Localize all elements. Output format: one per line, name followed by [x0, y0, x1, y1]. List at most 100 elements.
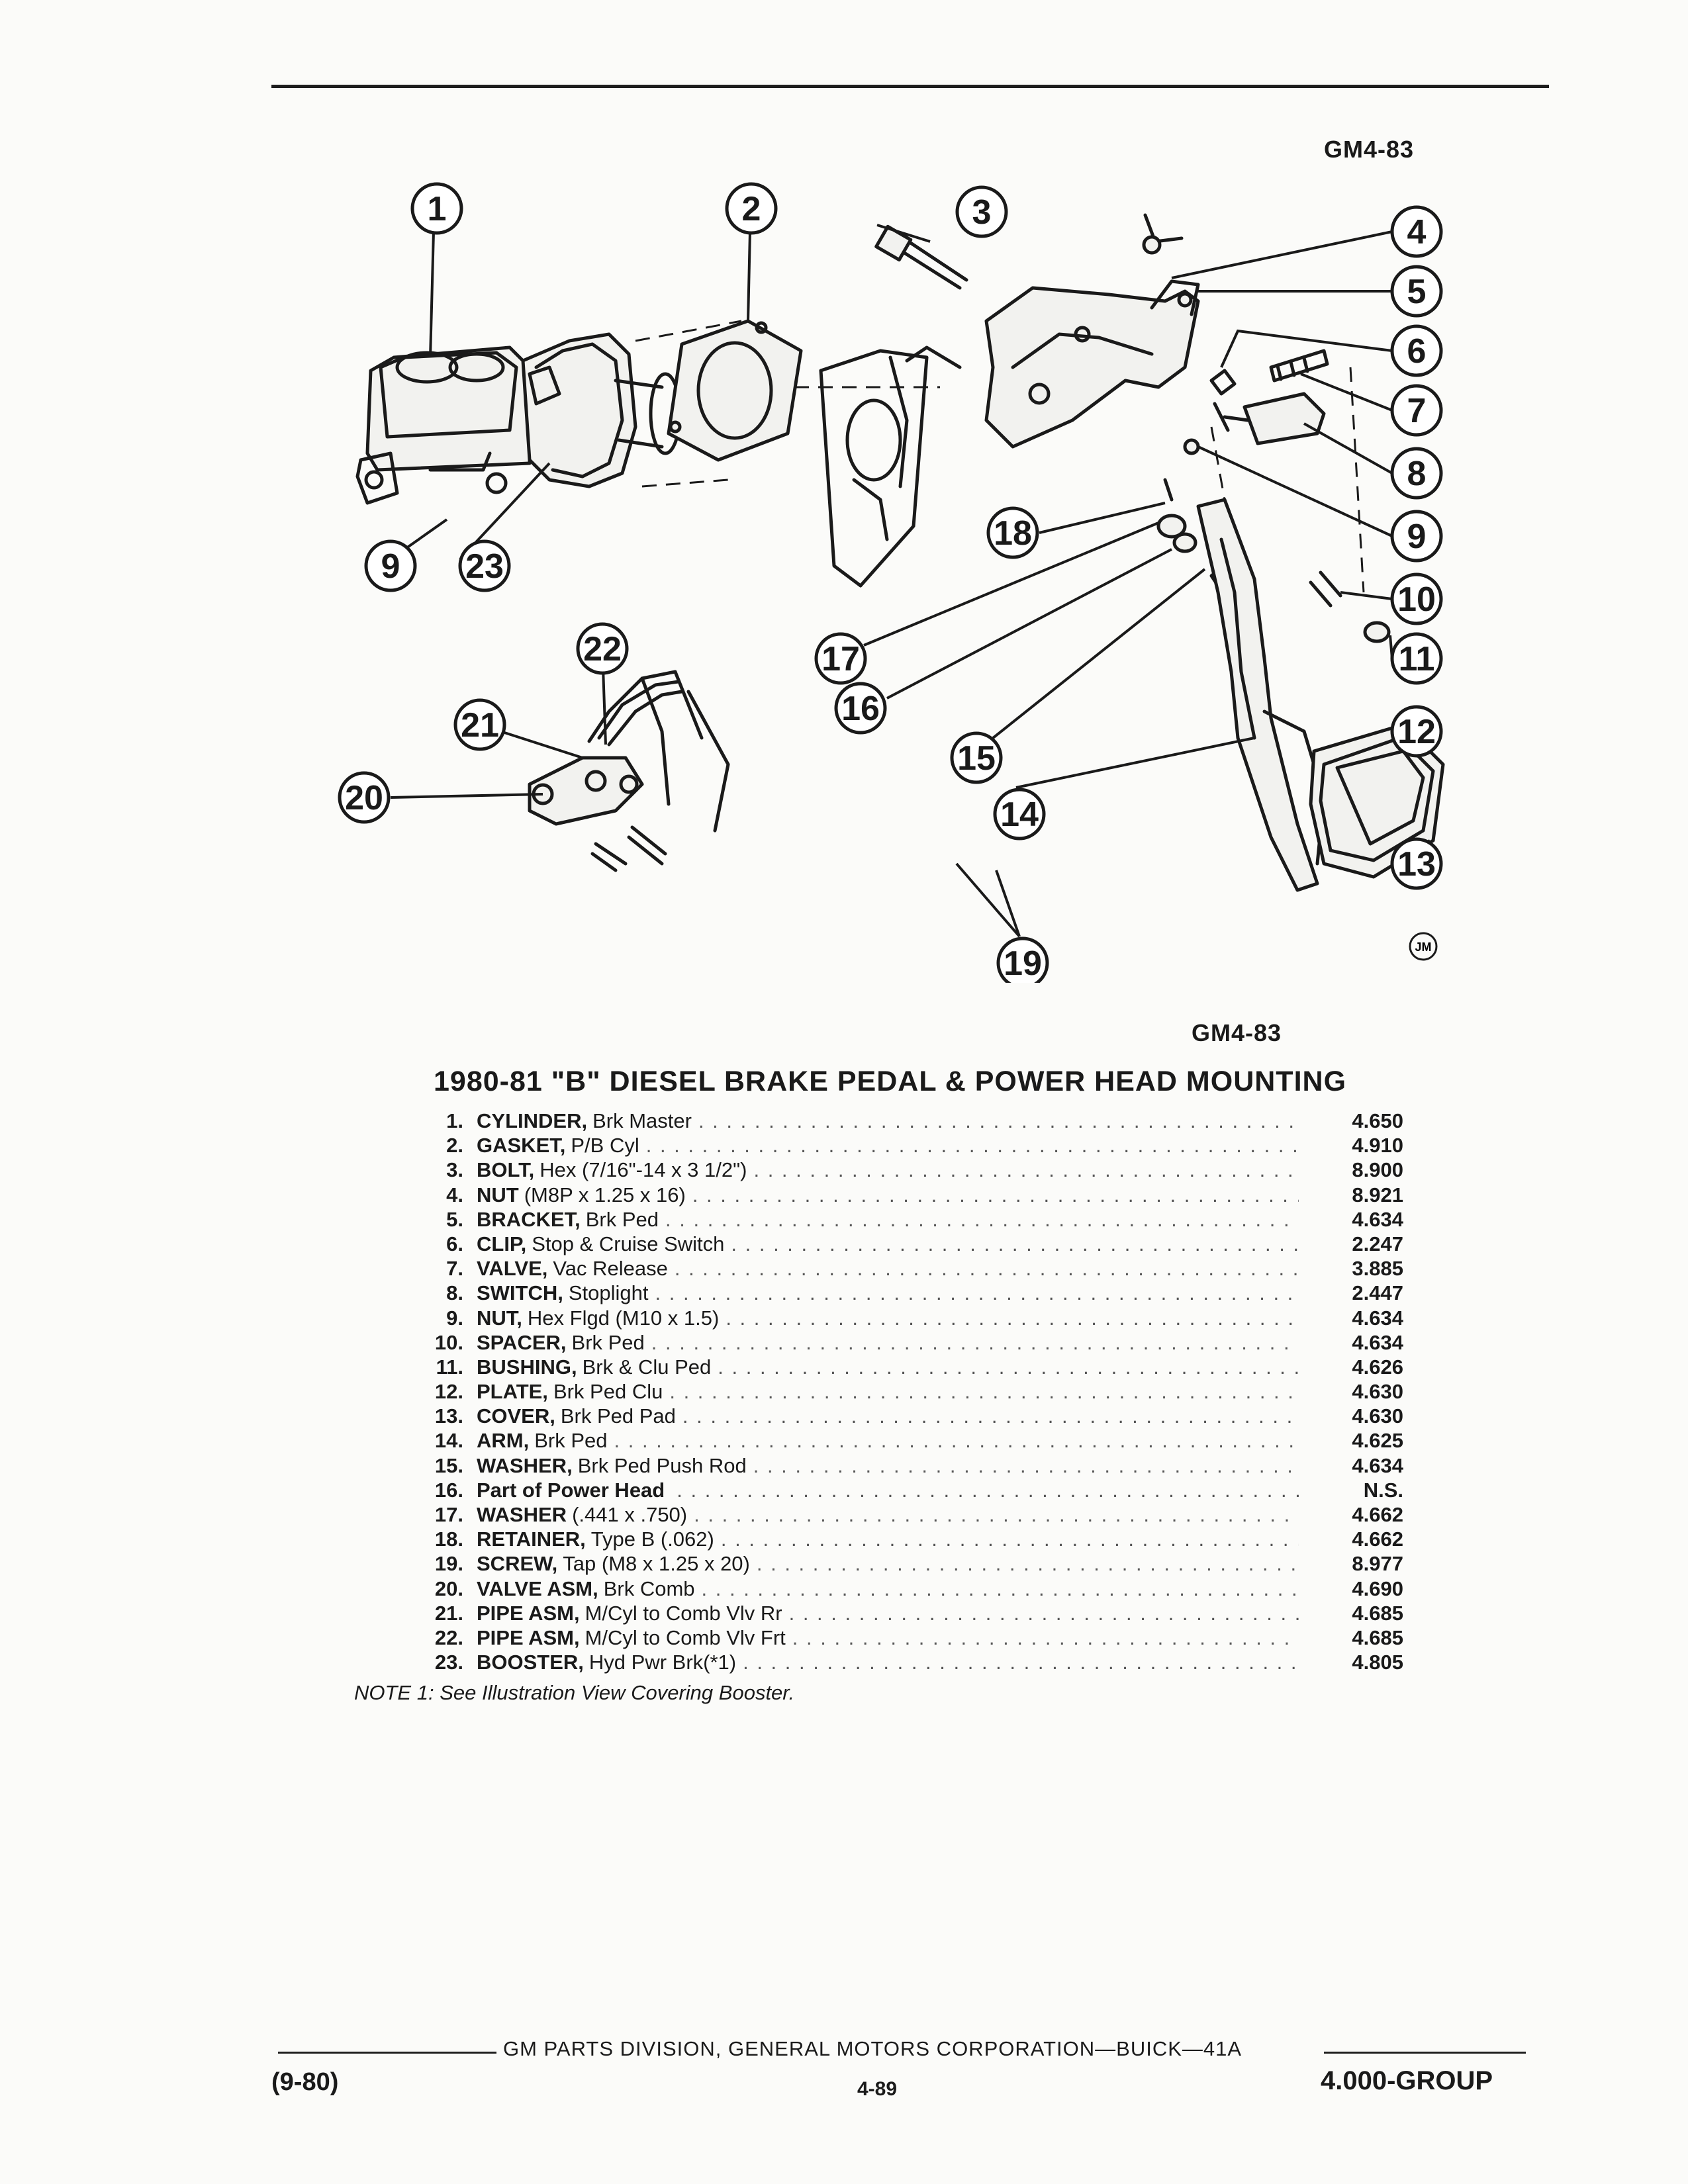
callout-21: 21: [453, 698, 506, 751]
group-number: 4.805: [1352, 1651, 1403, 1674]
footnote: NOTE 1: See Illustration View Covering B…: [354, 1681, 795, 1704]
dot-leader: [718, 1355, 1299, 1379]
part-name: PIPE ASM,: [477, 1601, 580, 1625]
callout-9-left: 9: [364, 539, 417, 592]
part-description: (M8P x 1.25 x 16): [524, 1183, 686, 1206]
svg-text:3: 3: [972, 193, 992, 232]
part-name: PIPE ASM,: [477, 1625, 580, 1649]
part-name: Part of Power Head: [477, 1478, 665, 1502]
svg-text:6: 6: [1407, 332, 1427, 371]
callout-3: 3: [955, 185, 1008, 238]
clip-valve-switch-drawing: [1183, 349, 1329, 455]
parts-list-row: 11.BUSHING,Brk & Clu Ped4.626: [424, 1355, 1403, 1379]
group-number: 4.625: [1352, 1429, 1403, 1453]
part-number: 13.: [434, 1404, 463, 1428]
part-number: 6.: [446, 1232, 463, 1255]
group-number: N.S.: [1363, 1478, 1403, 1502]
parts-list-row: 18.RETAINER,Type B (.062)4.662: [424, 1527, 1403, 1551]
part-number: 12.: [434, 1380, 463, 1404]
part-number: 16.: [434, 1478, 463, 1502]
dot-leader: [655, 1281, 1299, 1305]
part-name: SCREW,: [477, 1552, 558, 1576]
group-number: 8.900: [1352, 1158, 1403, 1182]
part-description: Brk Ped: [534, 1429, 608, 1453]
part-number: 22.: [434, 1625, 463, 1649]
part-number: 4.: [446, 1183, 463, 1206]
part-number: 8.: [446, 1281, 463, 1305]
svg-text:23: 23: [465, 547, 504, 586]
parts-list-row: 22.PIPE ASM,M/Cyl to Comb Vlv Frt4.685: [424, 1625, 1403, 1650]
svg-text:14: 14: [1000, 796, 1039, 834]
svg-text:15: 15: [957, 739, 996, 778]
dot-leader: [665, 1207, 1299, 1232]
part-description: Brk & Clu Ped: [582, 1355, 712, 1379]
dot-leader: [753, 1158, 1299, 1182]
footer-group: 4.000-GROUP: [1321, 2066, 1493, 2095]
svg-text:2: 2: [742, 190, 761, 228]
svg-text:13: 13: [1397, 845, 1436, 884]
part-number: 20.: [434, 1576, 463, 1600]
part-number: 18.: [434, 1527, 463, 1551]
part-number: 2.: [446, 1134, 463, 1158]
svg-text:JM: JM: [1415, 940, 1431, 954]
parts-list-row: 8.SWITCH,Stoplight2.447: [424, 1281, 1403, 1305]
part-name: BRACKET,: [477, 1207, 581, 1231]
svg-text:18: 18: [994, 514, 1032, 553]
dot-leader: [692, 1183, 1299, 1207]
dot-leader: [743, 1650, 1299, 1674]
part-number: 23.: [434, 1651, 463, 1674]
svg-text:8: 8: [1407, 455, 1427, 493]
part-description: Vac Release: [553, 1257, 668, 1281]
svg-text:1: 1: [428, 190, 447, 228]
callout-10: 10: [1390, 572, 1443, 625]
booster-drawing: [521, 320, 940, 488]
parts-list-row: 21.PIPE ASM,M/Cyl to Comb Vlv Rr4.685: [424, 1601, 1403, 1625]
svg-text:7: 7: [1407, 392, 1427, 430]
dot-leader: [675, 1256, 1299, 1281]
part-description: Brk Ped: [571, 1330, 645, 1354]
dot-leader: [702, 1576, 1299, 1601]
part-number: 17.: [434, 1503, 463, 1526]
artist-mark: JM: [1409, 932, 1438, 961]
part-description: Brk Ped Clu: [553, 1380, 663, 1404]
parts-list-row: 12.PLATE,Brk Ped Clu4.630: [424, 1379, 1403, 1404]
callout-6: 6: [1390, 324, 1443, 377]
exploded-parts-diagram: 1 2 3 4 5 6 7 8 9 9 10 11 12 13 14 15 16…: [338, 182, 1445, 983]
part-name: VALVE,: [477, 1257, 548, 1281]
callout-12: 12: [1390, 705, 1443, 758]
part-description: Brk Ped Pad: [560, 1404, 676, 1428]
callout-7: 7: [1390, 384, 1443, 437]
callout-22: 22: [576, 622, 629, 675]
footer-rule-left: [278, 2052, 496, 2054]
dot-leader: [614, 1428, 1299, 1453]
parts-list-row: 2.GASKET,P/B Cyl4.910: [424, 1133, 1403, 1158]
combination-valve-drawing: [528, 670, 730, 872]
part-description: P/B Cyl: [571, 1134, 639, 1158]
part-name: CYLINDER,: [477, 1109, 588, 1132]
part-name: RETAINER,: [477, 1527, 586, 1551]
master-cylinder-drawing: [355, 345, 532, 505]
dot-leader: [726, 1306, 1299, 1330]
svg-text:9: 9: [1407, 518, 1427, 556]
group-number: 4.634: [1352, 1453, 1403, 1477]
part-name: PLATE,: [477, 1380, 548, 1404]
group-number: 2.247: [1352, 1232, 1403, 1255]
dot-leader: [753, 1453, 1299, 1478]
part-description: (.441 x .750): [572, 1503, 688, 1526]
part-description: M/Cyl to Comb Vlv Frt: [585, 1625, 786, 1649]
dot-leader: [792, 1625, 1299, 1650]
group-number: 4.690: [1352, 1576, 1403, 1600]
svg-text:9: 9: [381, 547, 400, 586]
parts-list-row: 19.SCREW,Tap (M8 x 1.25 x 20)8.977: [424, 1551, 1403, 1576]
part-name: SWITCH,: [477, 1281, 563, 1305]
dot-leader: [694, 1502, 1299, 1527]
group-number: 4.685: [1352, 1601, 1403, 1625]
callout-18: 18: [986, 506, 1039, 559]
callout-20: 20: [338, 771, 391, 824]
dot-leader: [669, 1379, 1299, 1404]
callout-16: 16: [834, 682, 887, 735]
callout-23: 23: [458, 539, 511, 592]
part-number: 5.: [446, 1207, 463, 1231]
part-description: Type B (.062): [590, 1527, 714, 1551]
